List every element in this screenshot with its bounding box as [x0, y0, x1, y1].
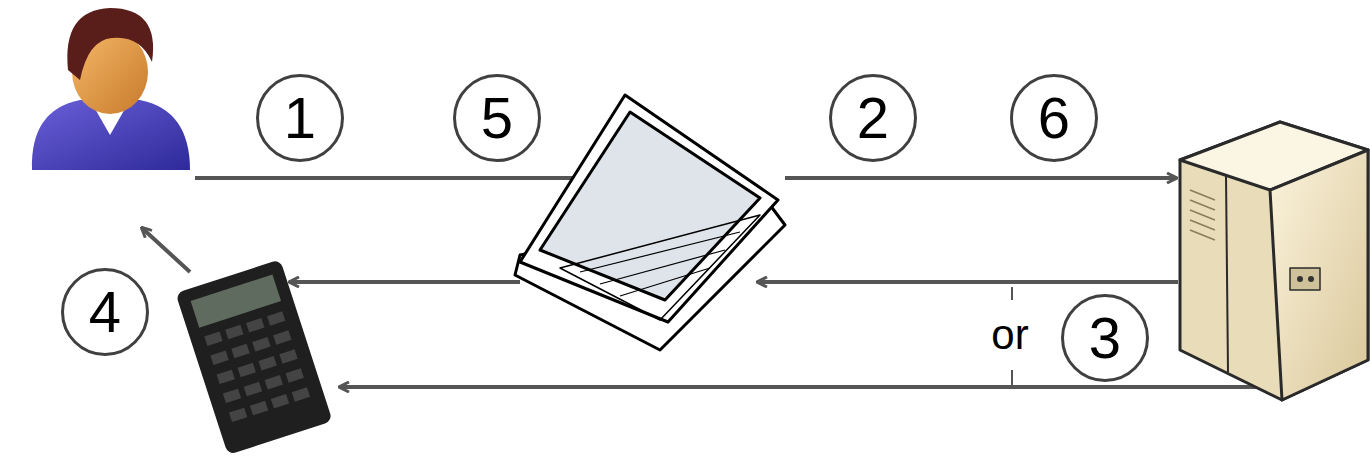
callout-number: 3	[1061, 294, 1149, 382]
callout-number: 2	[829, 74, 917, 162]
laptop-icon	[515, 95, 785, 350]
server-icon	[1180, 122, 1368, 400]
callout-number: 1	[256, 74, 344, 162]
user-icon	[32, 8, 190, 170]
callout-number: or	[987, 314, 1032, 356]
callout-number: 5	[453, 74, 541, 162]
callout-number: 4	[61, 268, 149, 356]
calculator-icon	[175, 259, 332, 455]
callout-number: 6	[1010, 74, 1098, 162]
